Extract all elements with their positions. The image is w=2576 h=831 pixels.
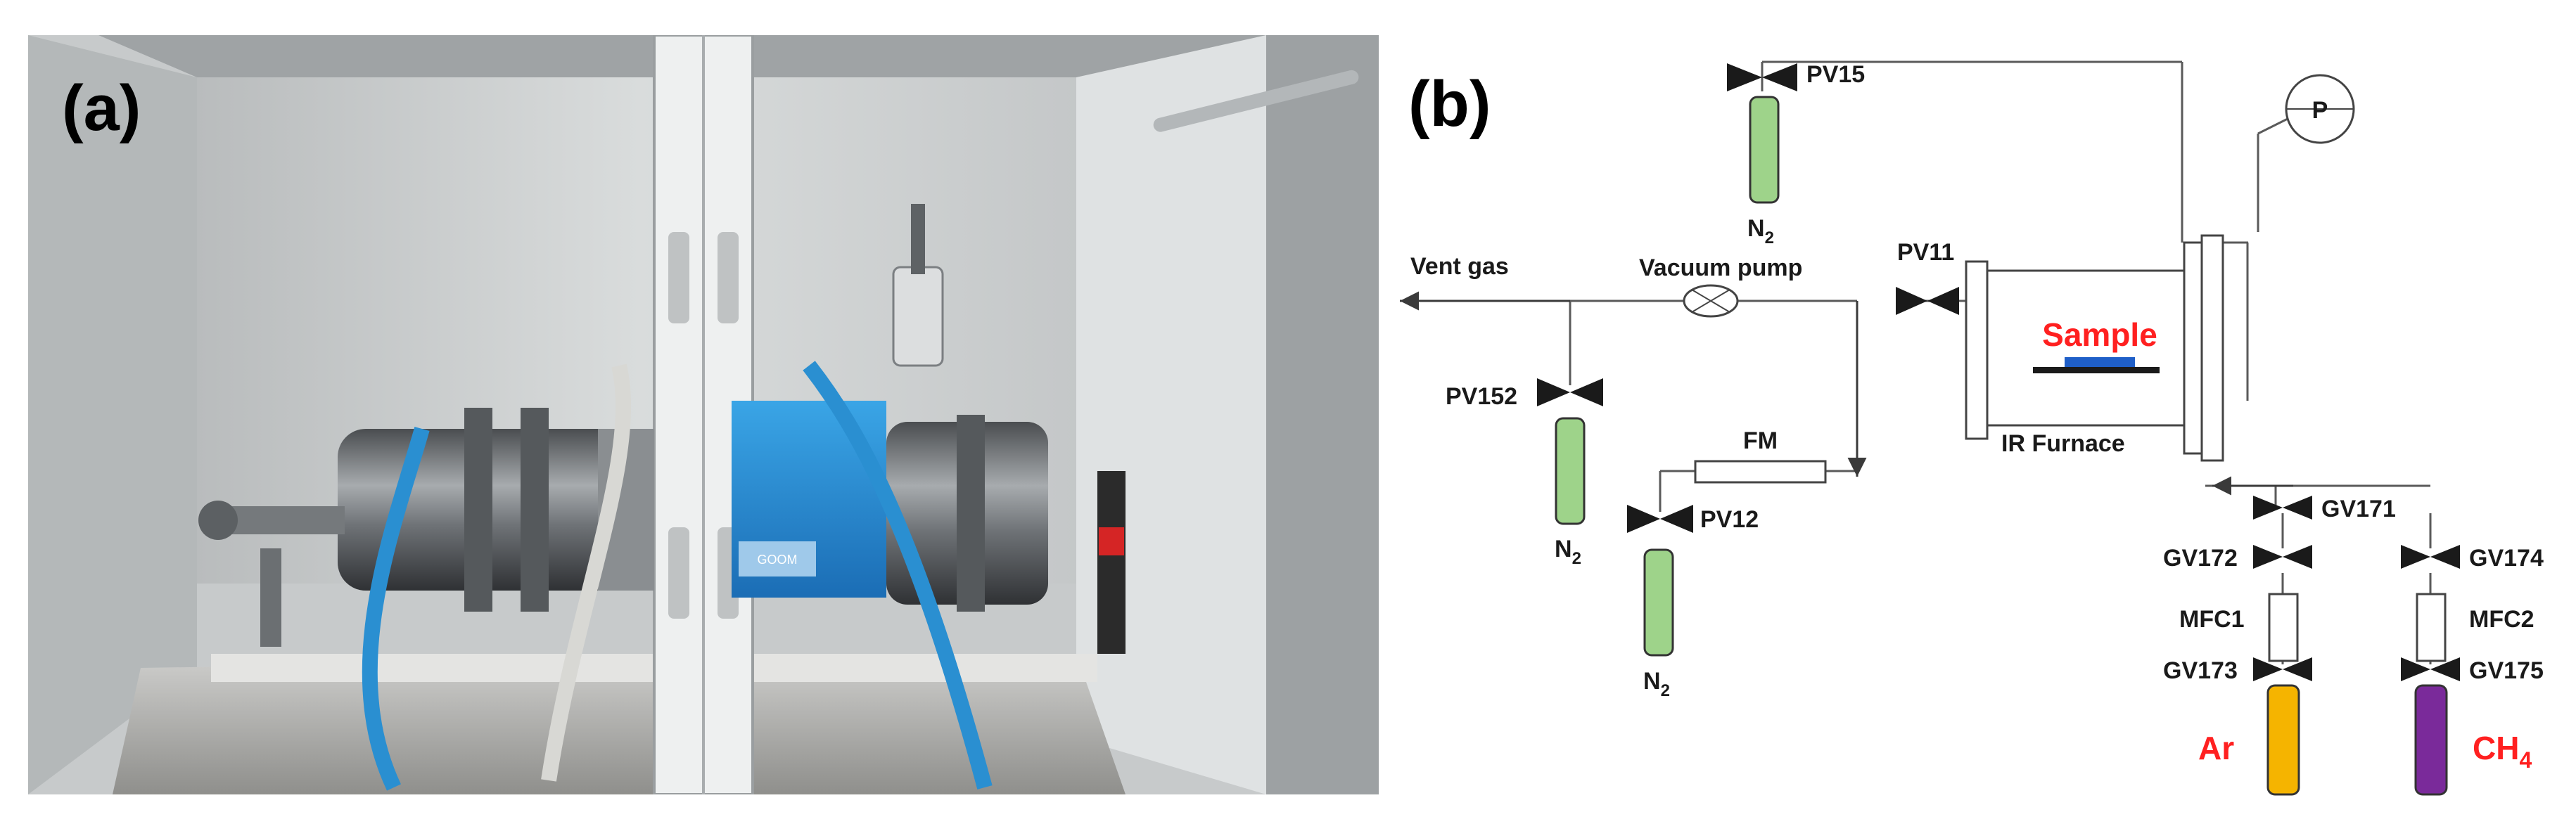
gv173-label: GV173: [2163, 657, 2238, 684]
ar-cylinder: [2266, 684, 2300, 796]
valves: [1537, 63, 2460, 681]
panel-label-a: (a): [62, 72, 141, 144]
ir-furnace-label: IR Furnace: [2001, 430, 2125, 457]
highlight-labels: Sample Ar CH4: [2042, 316, 2532, 773]
n2-label-pv12: N2: [1643, 668, 1670, 700]
gv171-valve: [2253, 496, 2312, 520]
pv12-valve: [1627, 505, 1693, 533]
pv11-valve: [1896, 287, 1959, 315]
gv171-label: GV171: [2321, 496, 2396, 522]
furnace-right-cap: [2200, 234, 2224, 462]
pv12-label: PV12: [1700, 506, 1759, 533]
sample-label: Sample: [2042, 316, 2157, 353]
gv172-label: GV172: [2163, 545, 2238, 572]
gv175-label: GV175: [2469, 657, 2544, 684]
ch4-label: CH4: [2473, 730, 2532, 773]
vacuum-pump-label: Vacuum pump: [1639, 255, 1802, 281]
cooling-hose-right: [803, 361, 993, 790]
cooling-hose-left: [362, 426, 430, 791]
mfc1-box: [2268, 593, 2299, 662]
pv152-valve: [1537, 378, 1603, 406]
ar-label: Ar: [2198, 730, 2234, 766]
apparatus-illustration: GOOM: [28, 34, 1379, 796]
gv173-valve: [2253, 657, 2312, 681]
n2-cylinder-pv152: [1555, 417, 1586, 525]
mfc2-box: [2416, 593, 2447, 662]
gv174-valve: [2401, 545, 2460, 569]
control-panel: [1097, 471, 1126, 654]
furnace-nameplate: GOOM: [758, 553, 798, 567]
gv175-valve: [2401, 657, 2460, 681]
panel-label-b: (b): [1408, 68, 1491, 140]
gv174-label: GV174: [2469, 545, 2544, 572]
sample-holder: [2033, 367, 2160, 373]
apparatus-photo: GOOM: [28, 34, 1379, 796]
ch4-cylinder: [2414, 684, 2448, 796]
cabinet-left-wall: [28, 35, 197, 794]
sample-plate: [2065, 357, 2135, 367]
pressure-gauge-label: P: [2312, 97, 2328, 124]
furnace-left-flange: [1965, 260, 1989, 440]
red-switch: [1099, 527, 1124, 555]
mfc1-label: MFC1: [2179, 606, 2245, 633]
gv172-valve: [2253, 545, 2312, 569]
vent-gas-label: Vent gas: [1410, 253, 1509, 280]
n2-label-pv152: N2: [1555, 536, 1581, 568]
pv15-valve: [1727, 63, 1797, 91]
flow-meter: [1694, 460, 1827, 484]
n2-cylinder-pv12: [1643, 548, 1674, 657]
schematic-labels: PV15 PV11 PV152 PV12 Vent gas Vacuum pum…: [1410, 61, 2544, 700]
cabinet-door-edge: [1266, 35, 1379, 794]
fm-label: FM: [1743, 427, 1778, 454]
mfc2-label: MFC2: [2469, 606, 2534, 633]
door-handle: [1153, 70, 1359, 132]
n2-label-pv15: N2: [1747, 215, 1774, 247]
pv11-label: PV11: [1897, 239, 1954, 266]
gas-lines: [1410, 60, 2432, 664]
pv15-label: PV15: [1806, 61, 1865, 88]
pillar-hinge: [668, 232, 689, 323]
n2-cylinder-pv15: [1749, 96, 1780, 204]
pv152-label: PV152: [1446, 383, 1517, 410]
